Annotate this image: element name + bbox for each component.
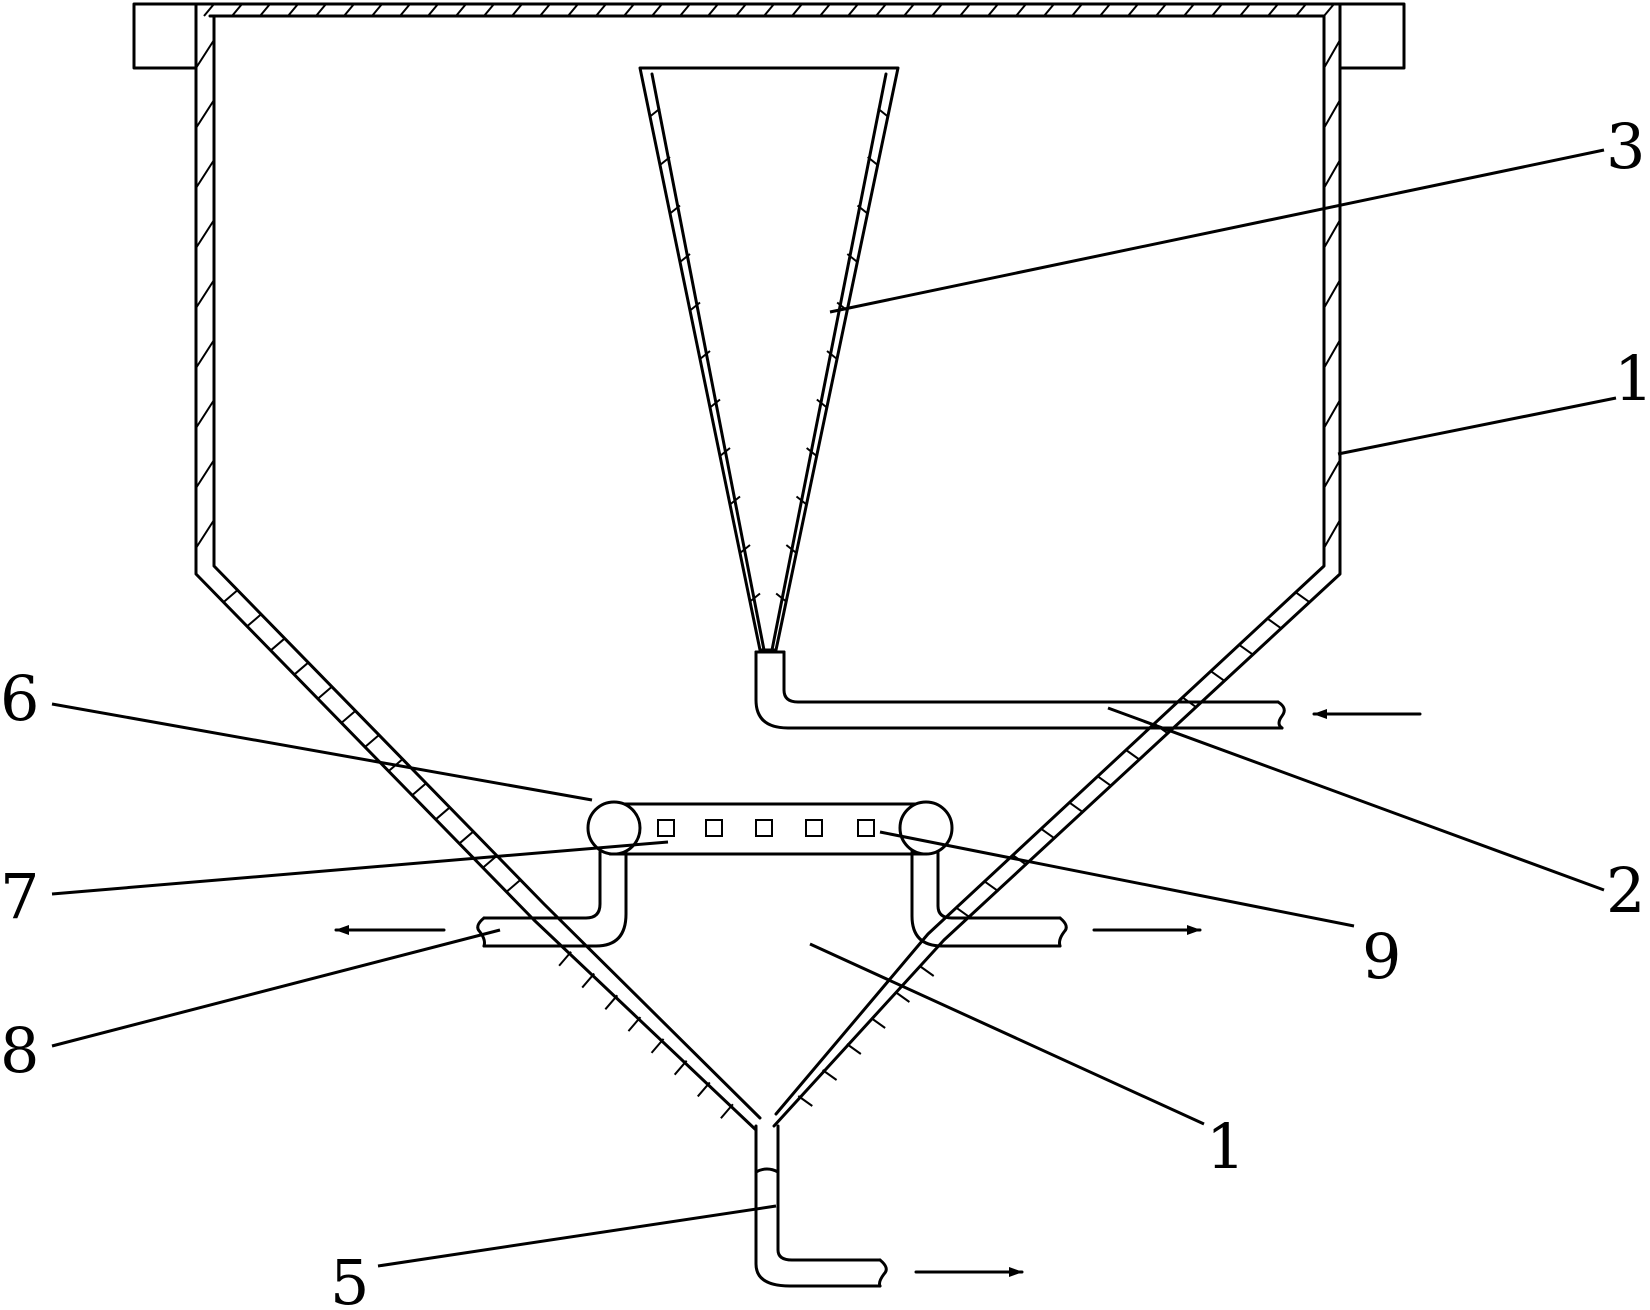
vessel-wall — [194, 2, 1342, 1132]
callout-7: 7 — [0, 860, 39, 933]
callout-6: 6 — [0, 662, 39, 735]
bottom-discharge-pipe — [754, 1124, 888, 1288]
top-rim — [132, 2, 1406, 70]
right-ring — [898, 800, 954, 856]
callout-1-top: 1 — [1614, 342, 1650, 415]
left-outlet-pipe — [476, 850, 628, 948]
callout-9: 9 — [1362, 920, 1401, 993]
callout-3: 3 — [1606, 110, 1645, 183]
right-outlet-pipe — [910, 850, 1068, 948]
callout-5: 5 — [330, 1246, 369, 1310]
leader-lines — [51, 148, 1617, 1268]
inlet-pipe — [754, 650, 1286, 730]
callout-2: 2 — [1606, 854, 1645, 927]
callouts: 3 1 6 2 7 9 8 1 5 — [0, 110, 1650, 1310]
callout-8: 8 — [0, 1014, 39, 1087]
left-ring — [586, 800, 642, 856]
callout-1-bottom: 1 — [1206, 1110, 1245, 1183]
inner-cone — [638, 66, 900, 652]
distribution-header — [586, 800, 954, 856]
flow-arrows — [334, 709, 1422, 1277]
